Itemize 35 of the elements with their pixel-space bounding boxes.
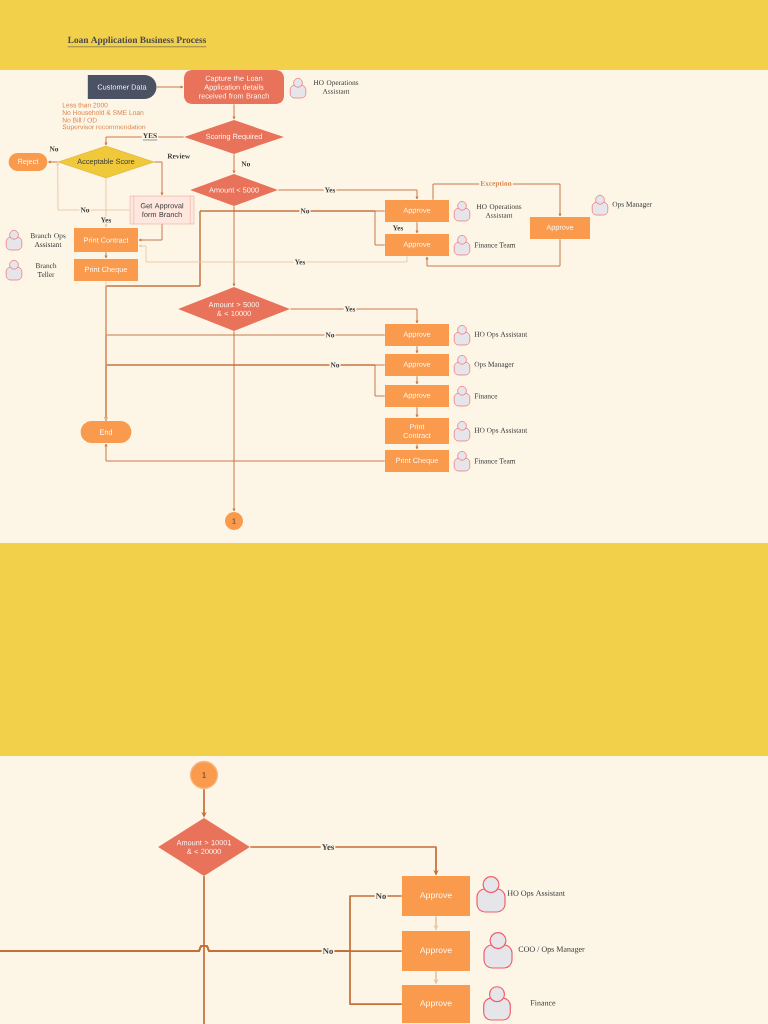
role-label: Finance <box>530 1000 556 1006</box>
arrow <box>277 189 419 200</box>
edge-label: Yes <box>320 843 336 851</box>
arrow <box>104 443 386 462</box>
connector-line <box>203 875 205 1024</box>
arrow <box>415 406 419 418</box>
arrow <box>104 280 108 421</box>
edge-label: No <box>321 947 335 955</box>
process-box: Approve <box>402 876 470 916</box>
arrow <box>232 205 236 287</box>
arrow <box>138 244 408 263</box>
arrow <box>289 308 419 324</box>
arrow <box>415 221 419 234</box>
arrow <box>232 153 236 174</box>
title: Loan Application Business Process <box>67 36 207 48</box>
arrow <box>425 238 561 267</box>
arrow <box>232 103 236 120</box>
arrow <box>138 223 163 242</box>
role-label: HO Ops Assistant <box>507 890 565 898</box>
arrow <box>156 85 184 89</box>
arrow <box>232 330 236 512</box>
arrow <box>415 375 419 385</box>
arrow <box>415 443 419 450</box>
arrow <box>56 162 131 211</box>
process-box: Approve <box>402 931 470 971</box>
arrow <box>48 160 59 164</box>
role-label: COO / Ops Manager <box>518 946 585 954</box>
arrow <box>415 345 419 354</box>
process-box: Approve <box>402 985 470 1023</box>
arrow <box>104 251 108 259</box>
arrow <box>104 136 185 146</box>
arrow <box>104 177 108 228</box>
edge-label: No <box>374 892 388 900</box>
arrow <box>153 161 164 196</box>
connector-line <box>0 945 403 1005</box>
